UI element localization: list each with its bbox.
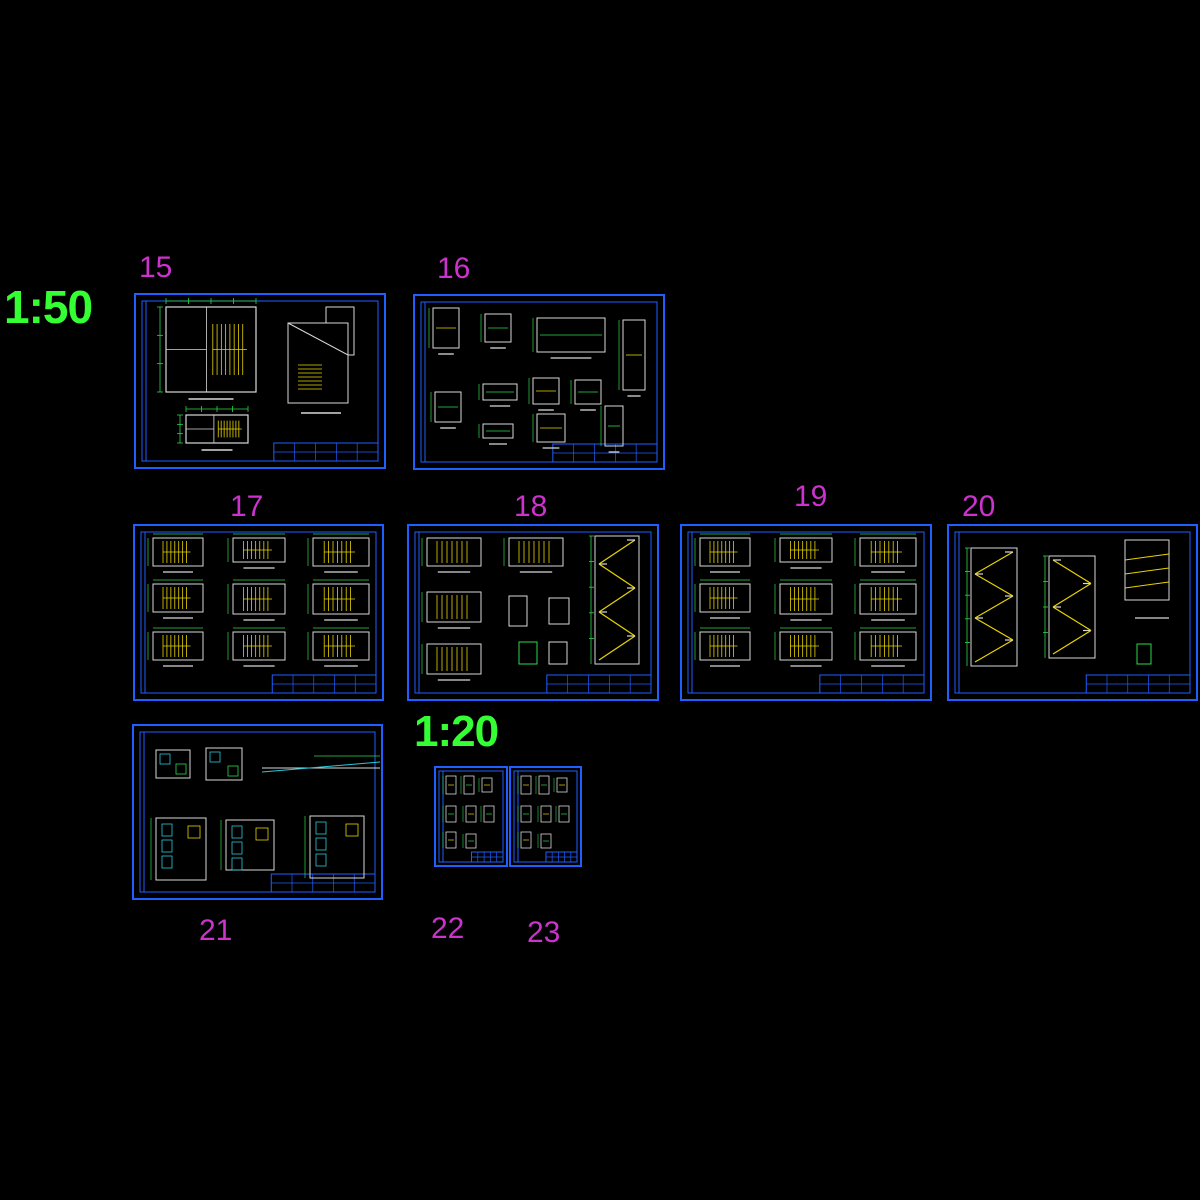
- drawing-sheet-19[interactable]: [680, 524, 932, 701]
- drawing-sheet-21[interactable]: [132, 724, 383, 900]
- sheet-20-linework: [954, 531, 1191, 694]
- sheet-16-linework: [420, 301, 658, 463]
- sheet-number-21: 21: [199, 914, 233, 947]
- sheet-15-linework: [141, 298, 379, 462]
- sheet-number-19: 19: [794, 480, 828, 513]
- sheet-17-linework: [140, 531, 377, 694]
- sheet-23-linework: [513, 770, 578, 863]
- drawing-sheet-17[interactable]: [133, 524, 384, 701]
- scale-label-1-20: 1:20: [414, 707, 499, 756]
- sheet-21-linework: [139, 731, 381, 893]
- sheet-number-20: 20: [962, 490, 996, 523]
- drawing-sheet-23[interactable]: [509, 766, 582, 867]
- drawing-sheet-20[interactable]: [947, 524, 1198, 701]
- sheet-number-15: 15: [139, 251, 173, 284]
- drawing-sheet-22[interactable]: [434, 766, 508, 867]
- sheet-18-linework: [414, 531, 652, 694]
- sheet-number-18: 18: [514, 490, 548, 523]
- scale-label-1-50: 1:50: [4, 281, 93, 333]
- drawing-sheet-16[interactable]: [413, 294, 665, 470]
- drawing-sheet-18[interactable]: [407, 524, 659, 701]
- sheet-number-22: 22: [431, 912, 465, 945]
- sheet-19-linework: [687, 531, 925, 694]
- drawing-sheet-15[interactable]: [134, 293, 386, 469]
- sheet-number-17: 17: [230, 490, 264, 523]
- sheet-22-linework: [438, 770, 504, 863]
- sheet-number-16: 16: [437, 252, 471, 285]
- sheet-number-23: 23: [527, 916, 561, 949]
